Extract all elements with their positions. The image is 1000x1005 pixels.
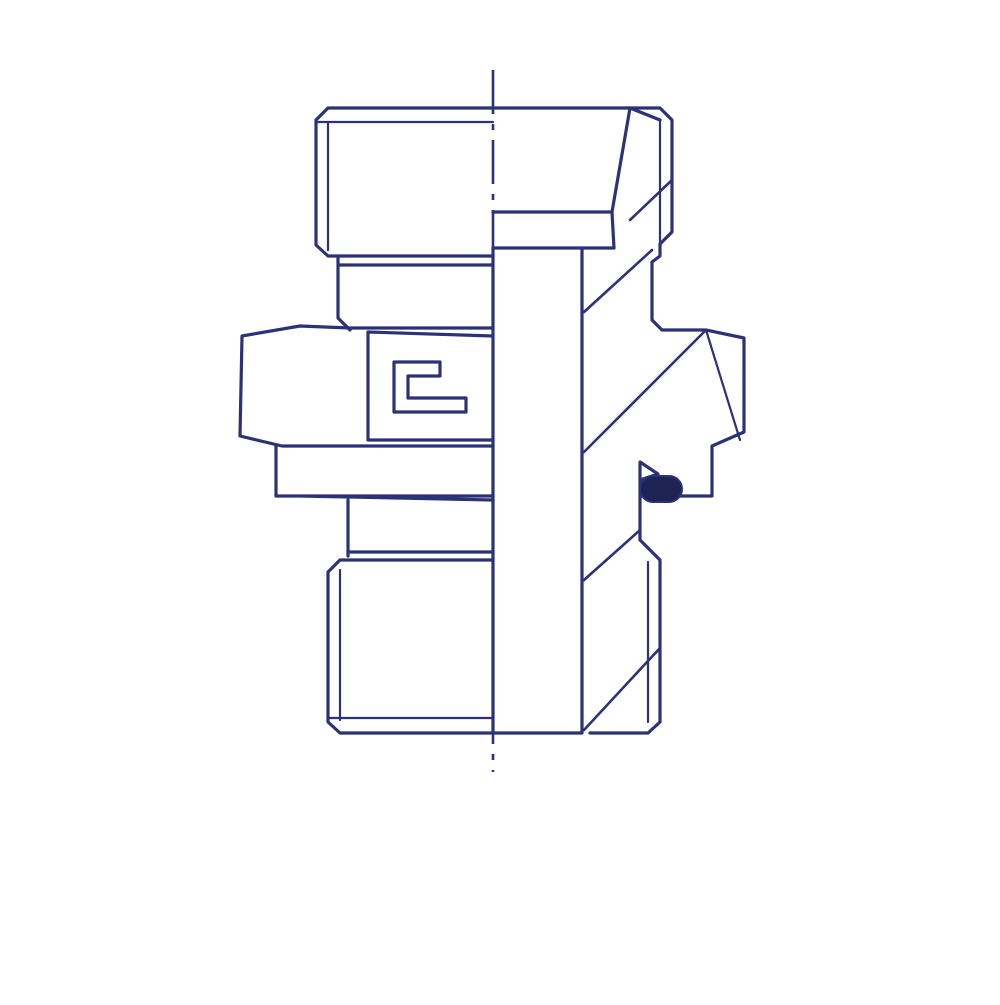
logo-mark [392, 360, 468, 414]
upper-neck-left [336, 254, 495, 332]
bottom-thread-outline-left [326, 558, 495, 735]
bottom-thread-root-line-left [326, 568, 495, 722]
fitting-outline-left [238, 106, 495, 735]
section-outline-right [491, 106, 746, 735]
lower-neck-left [346, 498, 495, 558]
section-hatching [582, 178, 708, 732]
fitting-section-right [491, 106, 746, 735]
hex-outline-left [238, 324, 495, 448]
collar-outline-left [274, 444, 495, 502]
bore-wall [491, 246, 584, 735]
top-thread-root-line-left [314, 120, 495, 252]
top-thread-outline-left [314, 106, 495, 258]
cone-seat [491, 106, 662, 250]
hex-face-edges [366, 330, 495, 442]
o-ring-seal [639, 475, 683, 503]
hex-face-right [704, 328, 742, 442]
